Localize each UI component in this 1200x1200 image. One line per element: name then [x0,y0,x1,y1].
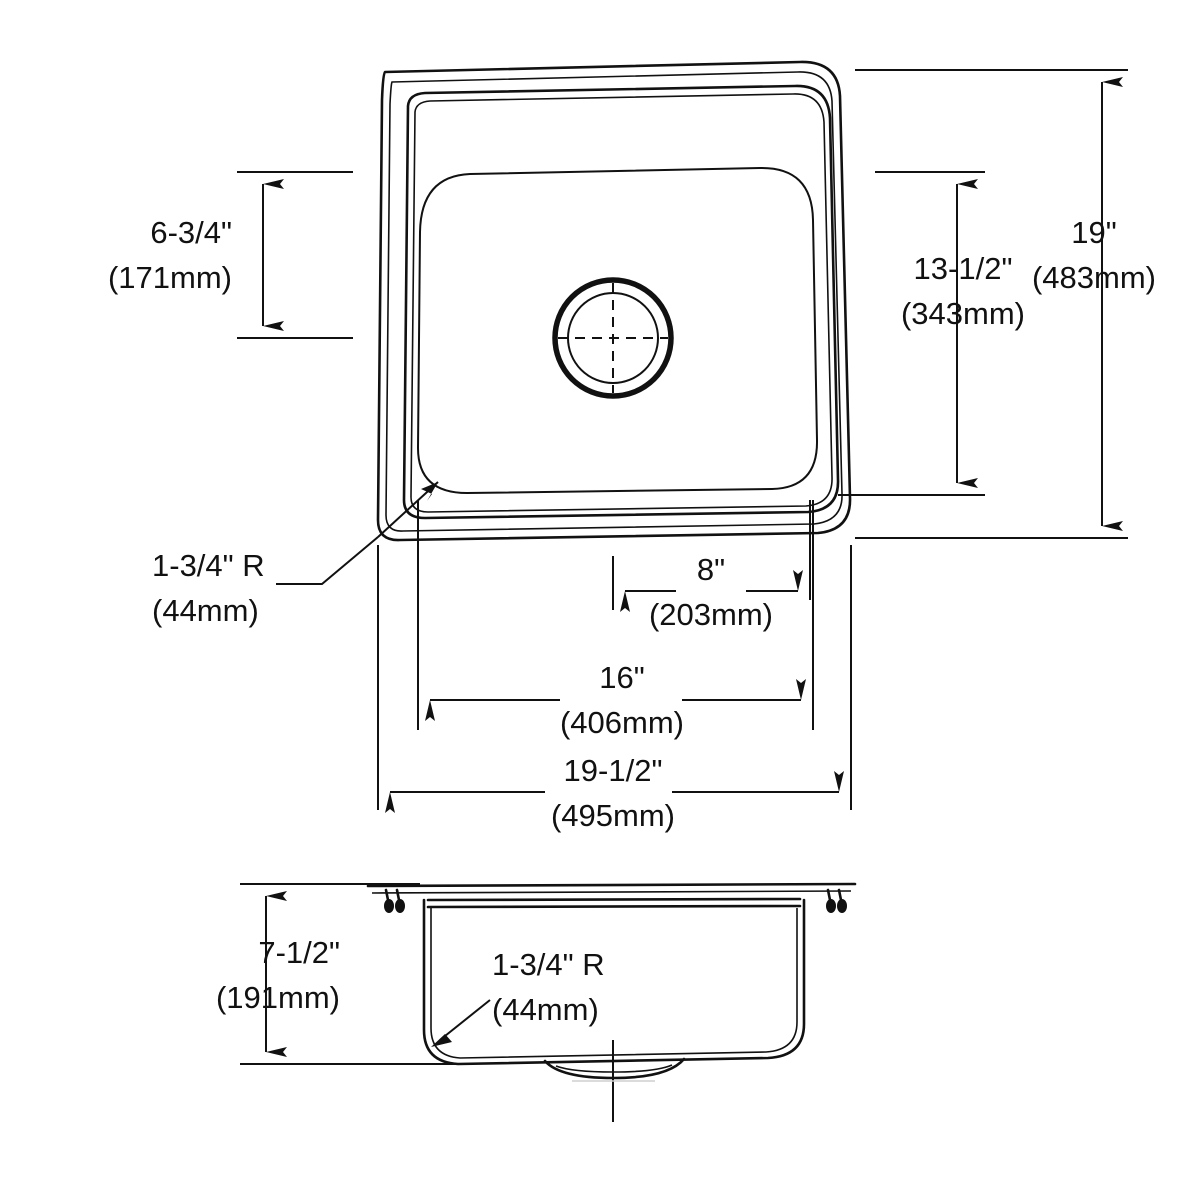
dim-7-1-2-inch: 7-1/2" (191mm) [216,883,460,1065]
sink-bowl-rim [402,84,840,520]
section-rim-ledge-upper [426,897,802,902]
dim-16-inch: 16" (406mm) [417,500,814,740]
leader-arrowhead [431,1034,452,1047]
section-rim-top [366,882,857,888]
section-bowl-profile [422,898,806,1066]
drain-outer-ring [552,277,674,399]
section-view-sink [366,882,857,1122]
dim-7-1-2-inch-metric: (191mm) [216,980,340,1015]
leader-line [439,999,491,1041]
sink-flange-inner-edge [385,71,843,532]
sink-outer-flange [376,60,852,542]
dim-16-inch-metric: (406mm) [560,705,684,740]
top-view-sink [376,60,852,542]
dim-19-inch: 19" (483mm) [855,69,1156,539]
sink-bowl-rim-inner [410,93,833,513]
mounting-clip-right [826,888,847,913]
callout-corner-radius-top-imperial: 1-3/4" R [152,548,265,583]
callout-corner-radius-section: 1-3/4" R (44mm) [431,947,605,1047]
dim-13-1-2-inch-metric: (343mm) [901,296,1025,331]
dim-6-3-4-inch-metric: (171mm) [108,260,232,295]
dim-8-inch-metric: (203mm) [649,597,773,632]
dim-8-inch-imperial: 8" [697,552,725,587]
section-rim-ledge-lower [426,904,802,909]
dim-6-3-4-inch: 6-3/4" (171mm) [108,171,353,339]
dim-7-1-2-inch-imperial: 7-1/2" [258,935,340,970]
dim-8-inch: 8" (203mm) [612,500,811,632]
section-rim-underside [371,890,852,894]
dim-13-1-2-inch-imperial: 13-1/2" [914,251,1013,286]
callout-corner-radius-top-metric: (44mm) [152,593,259,628]
dim-19-1-2-inch-imperial: 19-1/2" [564,753,663,788]
dim-19-1-2-inch-metric: (495mm) [551,798,675,833]
mounting-clip-left [384,888,405,913]
leader-line [276,536,379,585]
dim-13-1-2-inch: 13-1/2" (343mm) [838,171,1025,496]
callout-corner-radius-section-imperial: 1-3/4" R [492,947,605,982]
callout-corner-radius-section-metric: (44mm) [492,992,599,1027]
leader-arrowhead [421,482,438,501]
dim-16-inch-imperial: 16" [599,660,645,695]
sink-basin-floor [416,166,819,495]
dim-6-3-4-inch-imperial: 6-3/4" [150,215,232,250]
callout-corner-radius-top: 1-3/4" R (44mm) [152,481,439,628]
dim-19-inch-imperial: 19" [1071,215,1117,250]
dim-19-inch-metric: (483mm) [1032,260,1156,295]
section-bowl-profile-inner [430,908,798,1059]
dim-19-1-2-inch: 19-1/2" (495mm) [377,545,852,833]
